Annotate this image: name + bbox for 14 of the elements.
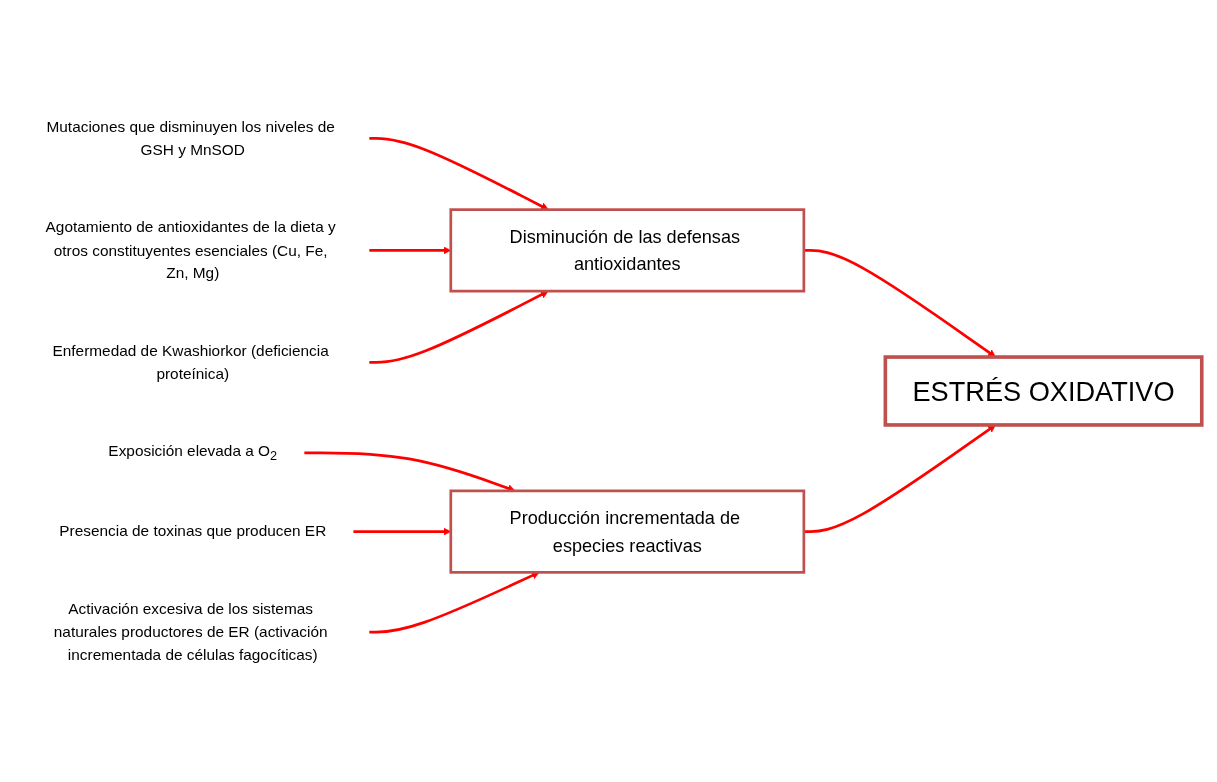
- arrow: [368, 246, 451, 255]
- arrow: [803, 249, 996, 358]
- node-text: Agotamiento de antioxidantes de la dieta y otros constituyentes esenciales (Cu, Fe, Zn, Mg): [45, 218, 336, 282]
- node-box: Disminución de las defensas antioxidantes: [448, 208, 805, 293]
- node-text: Exposición elevada a O$_{2}$: [107, 442, 277, 463]
- node-text: Presencia de toxinas que producen ER: [58, 522, 326, 540]
- node-text: Enfermedad de Kwashiorkor (deficiencia proteínica): [51, 342, 329, 383]
- arrow: [803, 424, 996, 533]
- node-text: Mutaciones que disminuyen los niveles de GSH y MnSOD: [45, 117, 335, 159]
- arrow: [368, 137, 549, 210]
- node-box: ESTRÉS OXIDATIVO: [883, 355, 1204, 427]
- node-box: Producción incrementada de especies reactivas: [448, 489, 805, 574]
- node-text: Activación excesiva de los sistemas naturales productores de ER (activación incrementada de células fagocíticas): [53, 600, 328, 664]
- arrow: [352, 527, 451, 536]
